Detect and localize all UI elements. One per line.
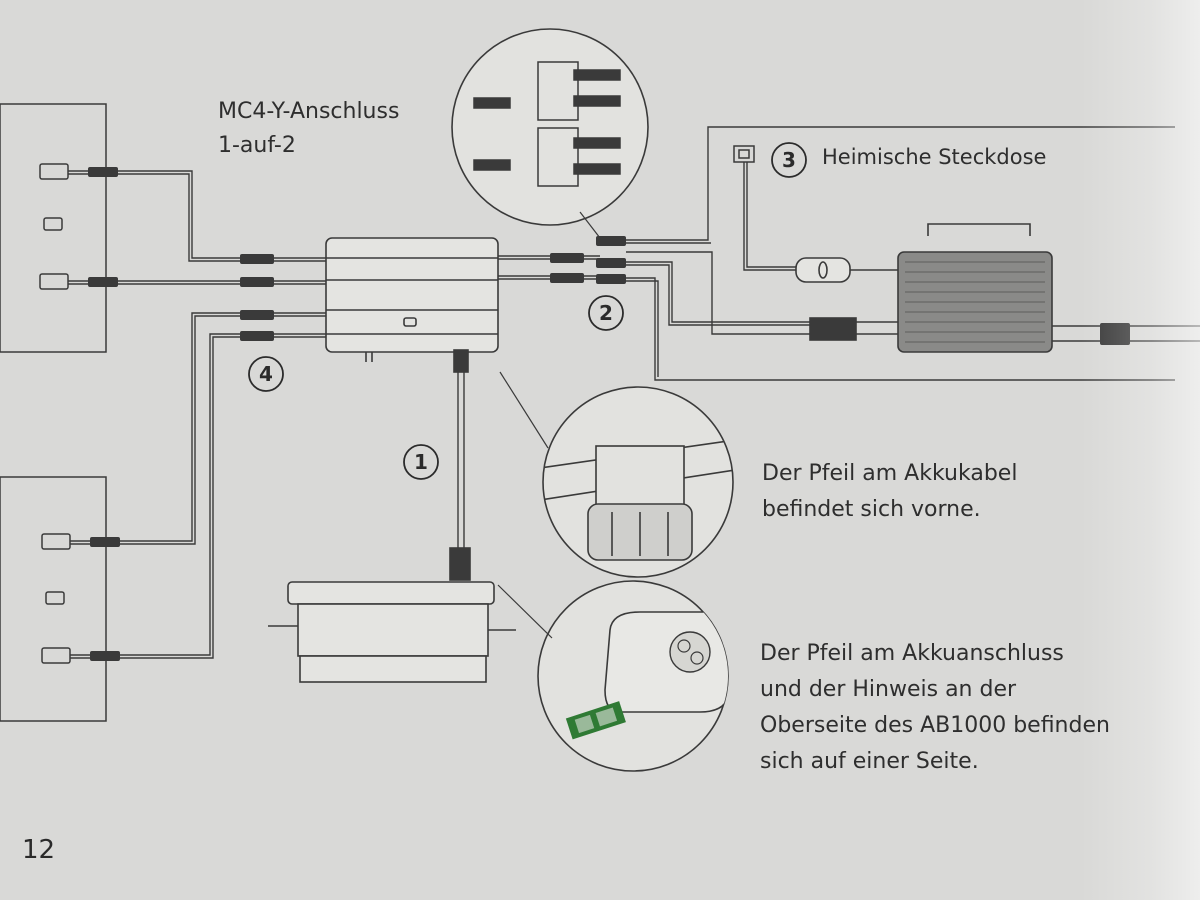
mc4-y-connector-label: MC4-Y-Anschluss 1-auf-2: [218, 95, 399, 163]
caption-port-line1: Der Pfeil am Akkuanschluss: [760, 641, 1064, 666]
svg-text:1: 1: [414, 450, 428, 474]
caption-cable-line1: Der Pfeil am Akkukabel: [762, 461, 1018, 486]
caption-battery-cable: Der Pfeil am Akkukabel befindet sich vor…: [762, 456, 1017, 528]
dc-cables: [68, 126, 1200, 659]
detail-battery-port: [497, 580, 729, 772]
page-number: 12: [22, 835, 56, 865]
microinverter: [795, 223, 1053, 353]
warning-sticker: [565, 701, 626, 740]
caption-cable-line2: befindet sich vorne.: [762, 497, 981, 522]
wall-socket-icon: [733, 145, 755, 163]
marker-3: 3: [771, 142, 807, 178]
solar-panel-top: [0, 103, 107, 353]
junction-hub: [325, 237, 499, 373]
svg-text:2: 2: [599, 301, 613, 325]
detail-y-connector: [451, 28, 649, 239]
solar-panel-bottom: [0, 476, 107, 722]
caption-port-line4: sich auf einer Seite.: [760, 749, 979, 774]
marker-1: 1: [403, 444, 439, 480]
caption-battery-port: Der Pfeil am Akkuanschluss und der Hinwe…: [760, 636, 1110, 780]
svg-text:3: 3: [782, 148, 796, 172]
marker-4: 4: [248, 356, 284, 392]
socket-label: Heimische Steckdose: [822, 145, 1047, 169]
marker-2: 2: [588, 295, 624, 331]
mc4-label-line2: 1-auf-2: [218, 133, 296, 158]
svg-text:4: 4: [259, 362, 273, 386]
mc4-label-line1: MC4-Y-Anschluss: [218, 99, 400, 124]
caption-port-line2: und der Hinweis an der: [760, 677, 1017, 702]
detail-battery-cable: [499, 371, 734, 578]
photo-glare: [1080, 0, 1200, 900]
caption-port-line3: Oberseite des AB1000 befinden: [760, 713, 1110, 738]
battery-ab1000: [268, 547, 516, 683]
